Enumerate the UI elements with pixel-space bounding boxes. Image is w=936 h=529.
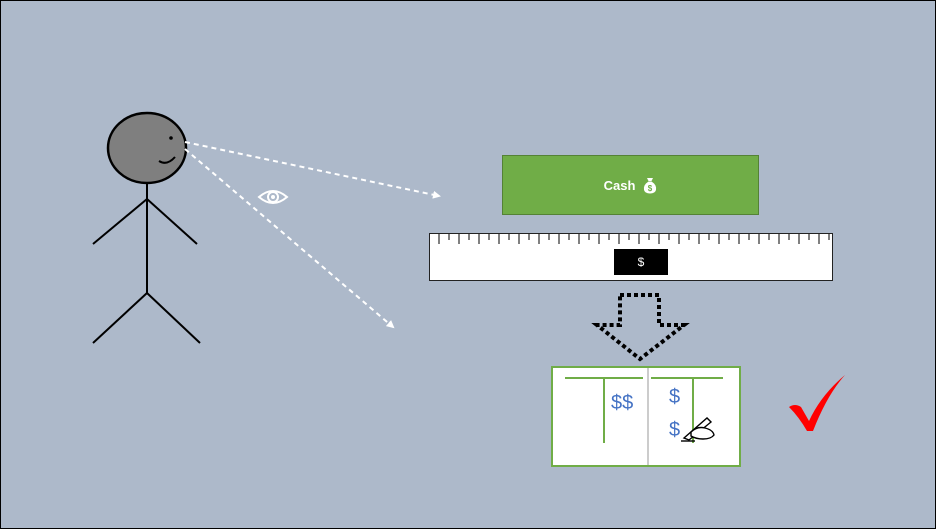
ruler-ticks xyxy=(438,234,830,244)
right-account-amount-2: $ xyxy=(669,419,681,441)
cash-box: Cash $ xyxy=(502,155,759,215)
writing-hand-icon xyxy=(681,417,715,442)
ledger: $$ $ $ xyxy=(551,366,741,467)
observer-right-arm xyxy=(146,198,198,245)
observer-left-leg xyxy=(92,292,148,344)
ruler-marker: $ xyxy=(614,249,668,275)
checkmark-icon xyxy=(789,375,845,431)
svg-text:$: $ xyxy=(648,184,653,193)
money-bag-icon: $ xyxy=(644,178,657,194)
cash-label: Cash xyxy=(603,177,636,193)
observer-left-arm xyxy=(92,198,148,245)
left-account-amount: $$ xyxy=(611,392,634,414)
observer-eye xyxy=(169,136,173,140)
sight-line-to-cash xyxy=(184,141,441,199)
sight-line-to-ledger xyxy=(184,148,395,329)
observer-smile xyxy=(158,156,176,164)
right-account-amount-1: $ xyxy=(669,386,681,408)
observer-right-leg xyxy=(146,292,201,344)
eye-icon xyxy=(257,190,289,204)
ruler-marker-label: $ xyxy=(637,255,645,269)
